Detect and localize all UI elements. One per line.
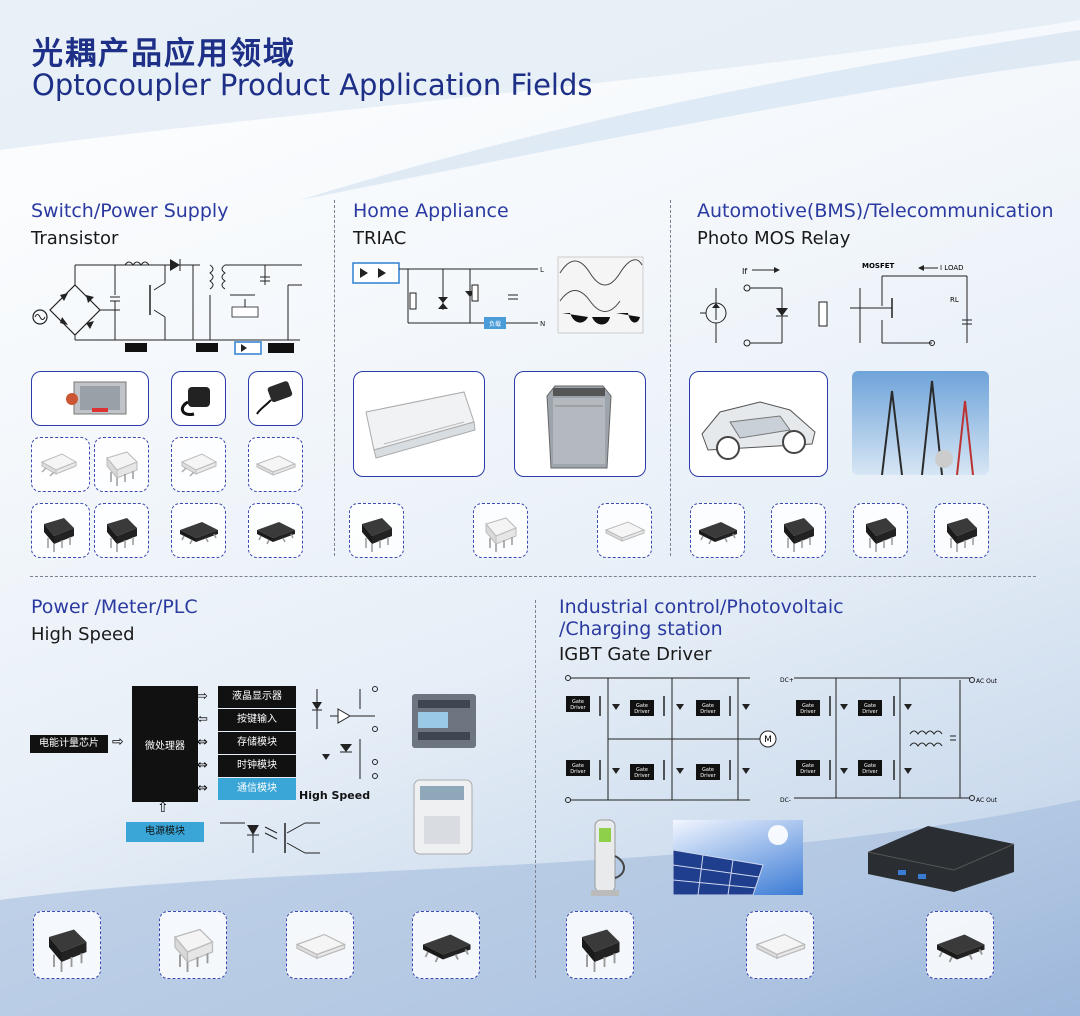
chip-white-1 [31, 437, 90, 492]
washing-machine-photo [514, 371, 646, 477]
chip-black-2 [94, 503, 149, 558]
meter-block-lcd: 液晶显示器 [218, 686, 296, 708]
gate-driver-label: Gate Driver [634, 703, 650, 715]
chip-white-3 [171, 437, 226, 492]
optocoupler-symbol [220, 822, 320, 854]
power-chip-1 [33, 911, 101, 979]
cpu-label: 微处理器 [145, 741, 185, 752]
mos-rl-label: RL [950, 296, 959, 304]
triac-circuit-diagram: 负载 L N [352, 256, 644, 334]
meter-block-clock: 时钟模块 [218, 755, 296, 777]
ac-out-label-bottom: AC Out [976, 797, 998, 804]
air-conditioner-photo [353, 371, 485, 477]
power-adapter-photo [171, 371, 226, 426]
arrow-block-2: ⇔ [197, 735, 208, 750]
arrow-power: ⇧ [157, 800, 169, 816]
divider-v3 [535, 600, 536, 978]
igbt-gate-driver-diagram-left: M [565, 675, 777, 803]
gate-driver-label: Gate Driver [800, 763, 816, 775]
igbt-gate-driver-diagram-right: DC+ DC- AC Out AC Out [780, 677, 998, 804]
gate-driver-label: Gate Driver [634, 767, 650, 779]
high-speed-label: High Speed [299, 789, 371, 802]
chip-black-4 [248, 503, 303, 558]
plc-photo [408, 686, 480, 752]
meter-block-storage: 存储模块 [218, 732, 296, 754]
section-subtitle-home: TRIAC [353, 228, 407, 249]
gate-driver-label: Gate Driver [862, 703, 878, 715]
car-photo [689, 371, 828, 477]
meter-block-keys: 按键输入 [218, 709, 296, 731]
chip-white-4 [248, 437, 303, 492]
mos-mosfet-label: MOSFET [862, 262, 895, 270]
photo-mos-relay-diagram: If MOSFET I LOAD RL [700, 262, 972, 347]
gate-driver-label: Gate Driver [700, 767, 716, 779]
solar-panel-photo [672, 820, 803, 896]
triac-l-label: L [540, 266, 544, 274]
gate-driver-label: Gate Driver [700, 703, 716, 715]
meter-block-diagram: 电能计量芯片 ⇨ 微处理器 ⇨ ⇦ ⇔ ⇔ ⇔ 液晶显示器 按键输入 存储模块 … [30, 686, 400, 846]
home-chip-2 [473, 503, 528, 558]
section-subtitle-auto: Photo MOS Relay [697, 228, 851, 249]
ac-out-label-top: AC Out [976, 678, 998, 685]
chip-black-3 [171, 503, 226, 558]
power-chip-3 [286, 911, 354, 979]
mos-if-label: If [742, 267, 747, 276]
section-subtitle-switch: Transistor [31, 228, 119, 249]
triac-n-label: N [540, 320, 545, 328]
home-chip-3 [597, 503, 652, 558]
mos-iload-label: I LOAD [940, 264, 964, 272]
meter-block-comm: 通信模块 [218, 778, 296, 800]
page-title-cn: 光耦产品应用领域 [32, 36, 296, 72]
chip-black-1 [31, 503, 90, 558]
arrow-input: ⇨ [112, 734, 124, 750]
telecom-tower-photo [852, 371, 989, 475]
chip-white-2 [94, 437, 149, 492]
section-title-industrial-2: /Charging station [559, 618, 723, 640]
industrial-chip-1 [566, 911, 634, 979]
section-subtitle-power: High Speed [31, 624, 135, 645]
power-chip-2 [159, 911, 227, 979]
industrial-chip-2 [746, 911, 814, 979]
divider-h [30, 576, 1036, 577]
industrial-chip-3 [926, 911, 994, 979]
power-chip-4 [412, 911, 480, 979]
charging-station-photo [583, 816, 633, 898]
industrial-pc-photo [858, 822, 1020, 894]
divider-v1 [334, 200, 335, 556]
arrow-block-0: ⇨ [197, 689, 208, 704]
cpu-block: 微处理器 [132, 686, 198, 802]
section-subtitle-industrial: IGBT Gate Driver [559, 644, 712, 665]
dc-minus-label: DC- [780, 797, 791, 804]
arrow-block-4: ⇔ [197, 781, 208, 796]
arrow-block-1: ⇦ [197, 712, 208, 727]
gate-driver-label: Gate Driver [800, 703, 816, 715]
section-title-home: Home Appliance [353, 200, 509, 222]
arrow-block-3: ⇔ [197, 758, 208, 773]
auto-chip-1 [690, 503, 745, 558]
charger-photo [248, 371, 303, 426]
section-title-industrial-1: Industrial control/Photovoltaic [559, 596, 844, 618]
gate-driver-label: Gate Driver [570, 699, 586, 711]
page-title-en: Optocoupler Product Application Fields [32, 68, 593, 102]
psu-photo [31, 371, 149, 426]
section-title-power: Power /Meter/PLC [31, 596, 198, 618]
auto-chip-4 [934, 503, 989, 558]
section-title-auto: Automotive(BMS)/Telecommunication [697, 200, 1054, 222]
dc-plus-label: DC+ [780, 677, 794, 684]
triac-load-label: 负载 [489, 320, 501, 328]
auto-chip-2 [771, 503, 826, 558]
section-title-switch: Switch/Power Supply [31, 200, 229, 222]
auto-chip-3 [853, 503, 908, 558]
divider-v2 [670, 200, 671, 556]
high-speed-optocoupler-diagram [312, 686, 378, 779]
gate-driver-label: Gate Driver [570, 763, 586, 775]
power-module-block: 电源模块 [126, 822, 204, 842]
gate-driver-label: Gate Driver [862, 763, 878, 775]
home-chip-1 [349, 503, 404, 558]
motor-label: M [764, 735, 772, 745]
energy-meter-photo [410, 776, 476, 856]
transistor-circuit-diagram [32, 259, 302, 355]
meter-input-block: 电能计量芯片 [30, 735, 108, 753]
